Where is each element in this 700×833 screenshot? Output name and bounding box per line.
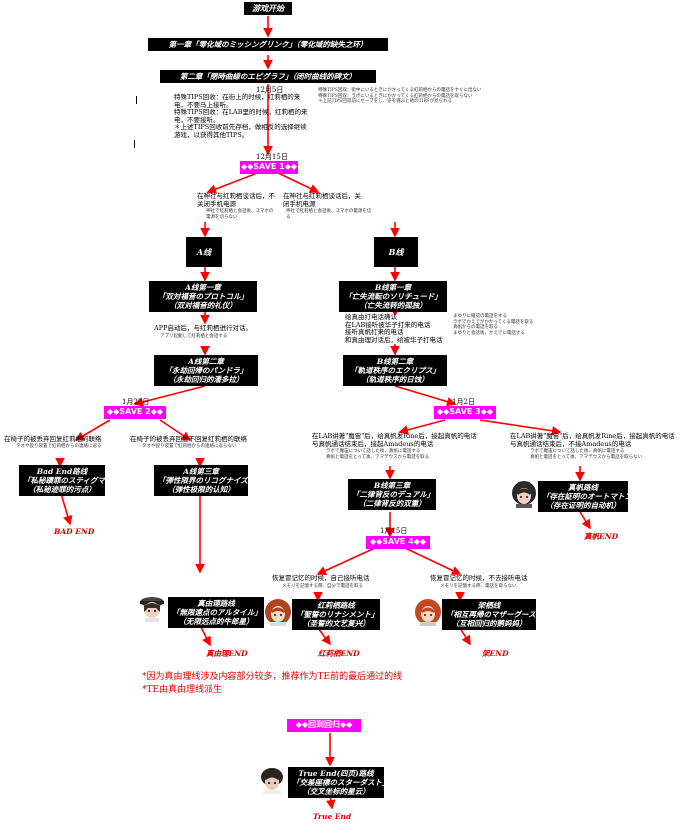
kagari-end-label: 架END [482,649,509,658]
date-jan23: 1月23日 [122,398,150,406]
arrow [317,627,331,646]
line-a-action: APP启动后，与红莉栖进行对话。 [154,324,252,332]
arrow [159,419,192,441]
line-a-chapter-1-box: A线第一章「双対福音のプロトコル」（双对福音的礼仪） [149,281,257,312]
date-jan15: 1月15日 [380,527,408,535]
divider [136,96,137,104]
start-node: 游戏开始 [244,2,292,15]
arrow [199,624,211,647]
choice-turn-phone-off-jp: 神社で紅莉栖と会話後、スマホの電源を切る [286,209,372,220]
mayuri-route-box: 真由理路线「無限遠点のアルタイル」（无限远点的牛郎星） [168,597,264,628]
line-a-action-jp: アプリ起動して紅莉栖と会話する [160,334,228,339]
save-2-marker: ◆◆SAVE 2◆◆ [104,406,166,419]
kagari-route-box: 架栖线「相互再帰のマザーグース」（互相回归的鹅妈妈） [442,599,543,630]
chapter-2-box: 第二章「閉時曲線のエピグラフ」（闭时曲线的碑文） [160,70,376,83]
maho-portrait-icon [508,480,540,508]
choice-not-reply-kurisu: 在椅子的被丢弃回复不回复红莉栖的联络 [130,435,247,443]
line-b-chapter-2-box: B线第二章「軌道秩序のエクリプス」（轨道秩序的日蚀） [343,355,447,386]
arrow [275,171,320,193]
arrow [316,547,376,576]
arrow [394,385,457,407]
mayuri-end-label: 真由理END [206,649,248,658]
date-dec5: 12月5日 [256,86,284,94]
choice-take-call-jp: メモリを記憶する際、自分で電話を取る [282,584,363,589]
note-mayuri-recommend: *因为真由理线涉及内容部分较多，推荐作为TE前的最后通过的线 [142,672,403,682]
line-b-chapter-1-box: B线第一章「亡失流転のソリチュード」（亡失流转的孤独） [339,281,447,312]
choice-answer-amadeus: 在LAB讲著"魔宙"后，给真帆发Rine后，接起真帆的电话 与真帆通话结束后，接… [312,432,477,448]
arrow [398,419,446,435]
okabe-portrait-icon [256,766,288,794]
bad-end-label: BAD END [54,527,95,536]
date-jan2: 1月2日 [452,398,475,406]
choice-ignore-amadeus: 在LAB讲著"魔宙"后，给真帆发Rine后，接起真帆的电话 与真帆通话结束后，不… [510,432,675,448]
kurisu-end-label: 红莉栖END [318,649,360,658]
choice-keep-phone-on-jp: 神社で紅莉栖と会話後、スマホの電源を切らない [206,209,274,220]
return-save-marker: ◆◆回到回归◆◆ [287,719,361,732]
arrow [479,419,562,436]
chapter-1-box: 第一章「零化域のミッシングリンク」（零化域的缺失之环） [148,38,388,51]
mayuri-portrait-icon [136,594,168,622]
line-b-box: B线 [374,237,418,267]
dec5-instructions-cn: 特殊TIPS回收：在街上的时候，红莉栖的来电，不要马上接听。特殊TIPS回收：在… [174,93,308,139]
choice-answer-amadeus-jp: ラボで魔宙について話した後、真帆に電話する 真帆と電話をとって後、アマデウスから… [326,449,430,460]
kagari-portrait-icon [412,598,444,626]
line-a-chapter-3-box: A线第三章「弾性限界のリコグナイズ」（弹性极限的认知） [154,465,255,496]
arrow [133,385,206,407]
choice-turn-phone-off: 在神社与红莉栖谈话后，关闭手机电源 [283,192,361,208]
choice-not-take-call: 恢复冒记忆的时候，不去接听电话 [430,574,528,582]
line-a-chapter-2-box: A线第二章「永劫回帰のパンドラ」（永劫回归的潘多拉） [154,355,258,386]
save-1-marker: ◆◆SAVE 1◆◆ [240,161,298,174]
true-end-route-box: True End(四页)路线「交差座標のスターダスト」（交叉坐标的星云） [288,767,390,798]
choice-keep-phone-on: 在神社与红莉栖谈话后，不关闭手机电源 [197,192,275,208]
dec5-instructions-jp: 特殊TIPS回収：街中にいるときにかかってくる紅莉栖からの電話をすぐに出ない特殊… [318,88,482,104]
choice-reply-kurisu-jp: タオや殴り袋置で紅莉栖からの連絡に返る [16,444,102,449]
choice-not-reply-kurisu-jp: タオや殴り袋置で紅莉栖からの連絡に返らない [142,444,237,449]
date-dec15: 12月15日 [256,153,288,161]
bad-end-route-box: Bad End路线「私秘蹟罪のスティグマ」（私秘迹罪的污点） [19,465,113,496]
maho-route-box: 真帆路线「存在証明のオートマトン」（存在证明的自动机） [538,481,640,512]
save-3-marker: ◆◆SAVE 3◆◆ [434,406,496,419]
save-4-marker: ◆◆SAVE 4◆◆ [366,536,430,549]
arrow [74,419,111,441]
choice-take-call: 恢复冒记忆的时候，自己接听电话 [272,574,370,582]
arrow [459,627,471,646]
true-end-label: True End [313,812,352,821]
note-te-derivation: *TE由真由理线派生 [142,685,223,695]
line-b-actions: 给真由打电话确认 在LAB接听被华子打来的电话 接听真帆打来的电话 和真由理对话… [345,313,443,344]
divider [134,140,135,148]
arrow [206,171,261,194]
arrow [404,547,462,575]
line-b-chapter-3-box: B线第三章「二律背反のデュアル」（二律背反的双重） [348,479,436,510]
kurisu-portrait-icon [262,598,294,626]
choice-ignore-amadeus-jp: ラボで魔宙について話した後、真帆に電話する 真帆と電話をとって後、アマデウスから… [530,449,643,460]
kurisu-route-box: 红莉栖路线「聖誓のリナシメント」（圣誓的文艺复兴） [292,599,380,630]
line-b-actions-jp: まゆりに確認の電話をする ラボでかえでがかかってくる電話を取る 真帆からの電話を… [453,314,534,336]
line-a-box: A线 [186,237,222,267]
maho-end-label: 真帆END [584,532,619,541]
arrow [579,511,591,530]
choice-not-take-call-jp: メモリを記憶する際、電話を取らない [440,584,517,589]
choice-reply-kurisu: 在椅子的被丢弃回复红莉栖的联络 [4,435,102,443]
